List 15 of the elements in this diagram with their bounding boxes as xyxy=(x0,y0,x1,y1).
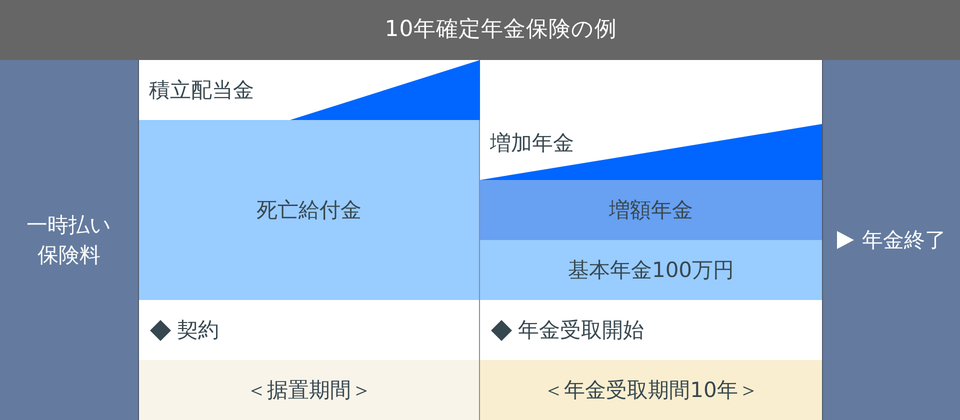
triangle-shape xyxy=(480,124,822,180)
period-band: ＜年金受取期間10年＞ xyxy=(480,360,822,420)
panel-label: 年金終了 xyxy=(862,227,946,254)
milestone-label: 契約 xyxy=(177,318,219,342)
side-panel xyxy=(822,60,960,420)
side-panel: 一時払い保険料 xyxy=(0,60,139,420)
area-block: 死亡給付金 xyxy=(139,120,479,300)
area-label: 積立配当金 xyxy=(149,78,254,102)
milestone-label: 年金受取開始 xyxy=(518,318,644,342)
period-band: ＜据置期間＞ xyxy=(139,360,479,420)
triangle-shape xyxy=(290,60,480,120)
title-bar: 10年確定年金保険の例 xyxy=(0,0,960,60)
area-block: 基本年金100万円 xyxy=(480,240,822,300)
area-label: 増加年金 xyxy=(490,131,574,155)
area-block: 増額年金 xyxy=(480,180,822,240)
